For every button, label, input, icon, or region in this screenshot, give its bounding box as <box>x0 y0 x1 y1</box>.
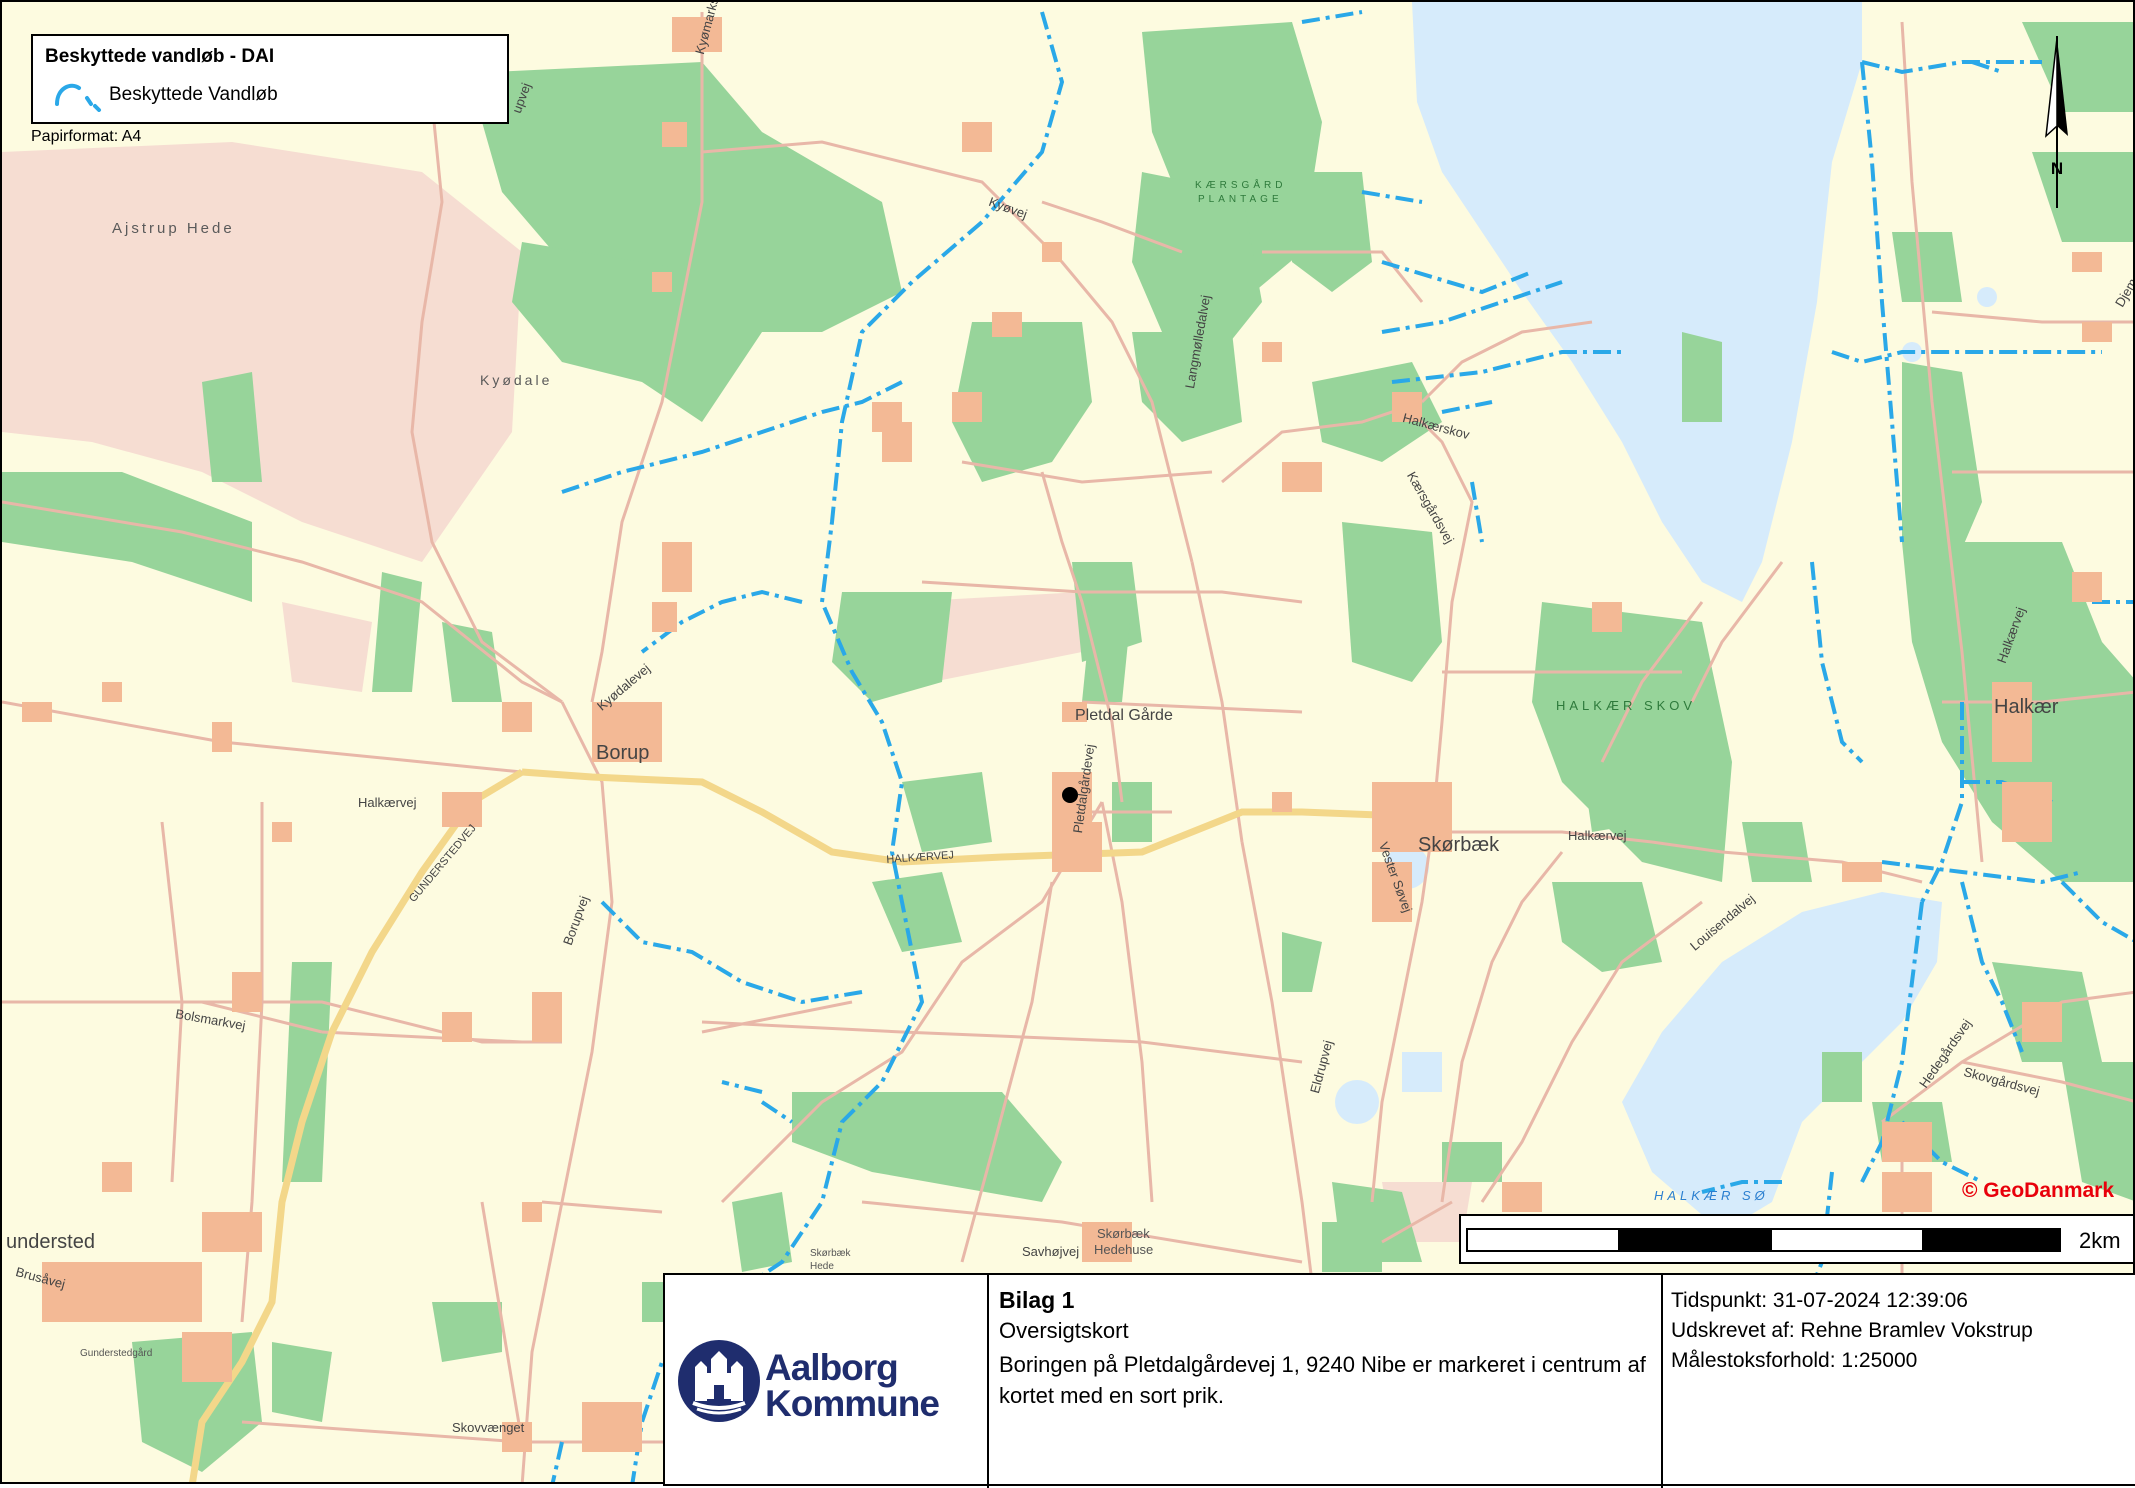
label-gunderstedgard: Gunderstedgård <box>80 1348 153 1359</box>
copyright-text: © GeoDanmark <box>1962 1179 2115 1202</box>
north-label: N <box>2051 159 2063 178</box>
label-road-halkaervej-w: Halkærvej <box>358 795 417 810</box>
label-halkaer-so: HALKÆR SØ <box>1654 1188 1769 1203</box>
paper-format: Papirformat: A4 <box>31 128 142 145</box>
north-arrow: N <box>2042 36 2072 221</box>
org-name-line2: Kommune <box>765 1383 940 1424</box>
label-gundersted: understed <box>6 1231 95 1253</box>
info-panel: Aalborg Kommune Bilag 1 Oversigtskort Bo… <box>663 1273 2135 1488</box>
scale-ratio: Målestoksforhold: 1:25000 <box>1671 1349 1918 1372</box>
description-cell: Bilag 1 Oversigtskort Boringen på Pletda… <box>989 1275 1663 1488</box>
label-skorbaek: Skørbæk <box>1418 834 1500 856</box>
label-karsgard-1: KÆRSGÅRD <box>1195 180 1287 191</box>
building-cluster <box>22 17 2112 1452</box>
label-halkaer-skov: HALKÆR SKOV <box>1556 698 1697 713</box>
map-legend: Beskyttede vandløb - DAI Beskyttede Vand… <box>31 34 509 124</box>
stream-legend-icon <box>55 83 101 112</box>
label-skorbaek-hede-1: Skørbæk <box>810 1248 851 1259</box>
org-name-line1: Aalborg <box>765 1347 899 1388</box>
scale-unit-label: 2km <box>2079 1228 2121 1253</box>
borehole-marker[interactable] <box>1062 787 1078 803</box>
heath-area <box>282 602 372 692</box>
map-subtitle: Oversigtskort <box>999 1318 1129 1343</box>
pond <box>1977 287 1997 307</box>
bilag-title: Bilag 1 <box>999 1287 1075 1313</box>
label-karsgard-2: PLANTAGE <box>1198 194 1283 205</box>
forest-group <box>2 22 2133 1482</box>
lake-north <box>1412 2 1862 602</box>
label-skorbaek-hedehuse-1: Skørbæk <box>1097 1226 1150 1241</box>
label-skorbaek-hede-2: Hede <box>810 1261 834 1272</box>
label-borup: Borup <box>596 742 650 764</box>
heath-area <box>2 142 522 562</box>
label-skorbaek-hedehuse-2: Hedehuse <box>1094 1242 1154 1257</box>
timestamp: Tidspunkt: 31-07-2024 12:39:06 <box>1671 1289 1968 1312</box>
printed-by: Udskrevet af: Rehne Bramlev Vokstrup <box>1671 1319 2033 1342</box>
label-road-savhojvej: Savhøjvej <box>1022 1244 1080 1259</box>
legend-item-label: Beskyttede Vandløb <box>109 84 278 105</box>
label-ajstrup-hede: Ajstrup Hede <box>112 220 235 237</box>
scale-bar-graphic <box>1466 1228 2061 1252</box>
pond <box>1335 1080 1379 1124</box>
north-arrow-icon: N <box>2045 36 2068 208</box>
lake-halkaer <box>1622 892 1942 1232</box>
label-road-halkaervej-e: Halkærvej <box>1568 828 1627 843</box>
lake-halkaer-inlet <box>1402 1052 1442 1092</box>
label-pletdal-garde: Pletdal Gårde <box>1075 707 1173 724</box>
metadata-cell: Tidspunkt: 31-07-2024 12:39:06 Udskrevet… <box>1663 1275 2135 1488</box>
aalborg-coat-of-arms-icon <box>678 1340 760 1422</box>
legend-title: Beskyttede vandløb - DAI <box>45 46 275 67</box>
logo-cell: Aalborg Kommune <box>665 1275 989 1488</box>
map-description: Boringen på Pletdalgårdevej 1, 9240 Nibe… <box>999 1352 1646 1408</box>
label-kyodale: Kyødale <box>480 372 553 388</box>
scale-bar: 2km <box>1459 1214 2133 1264</box>
label-road-skovvaenget: Skovvænget <box>452 1420 525 1435</box>
label-halkaer: Halkær <box>1994 696 2059 718</box>
